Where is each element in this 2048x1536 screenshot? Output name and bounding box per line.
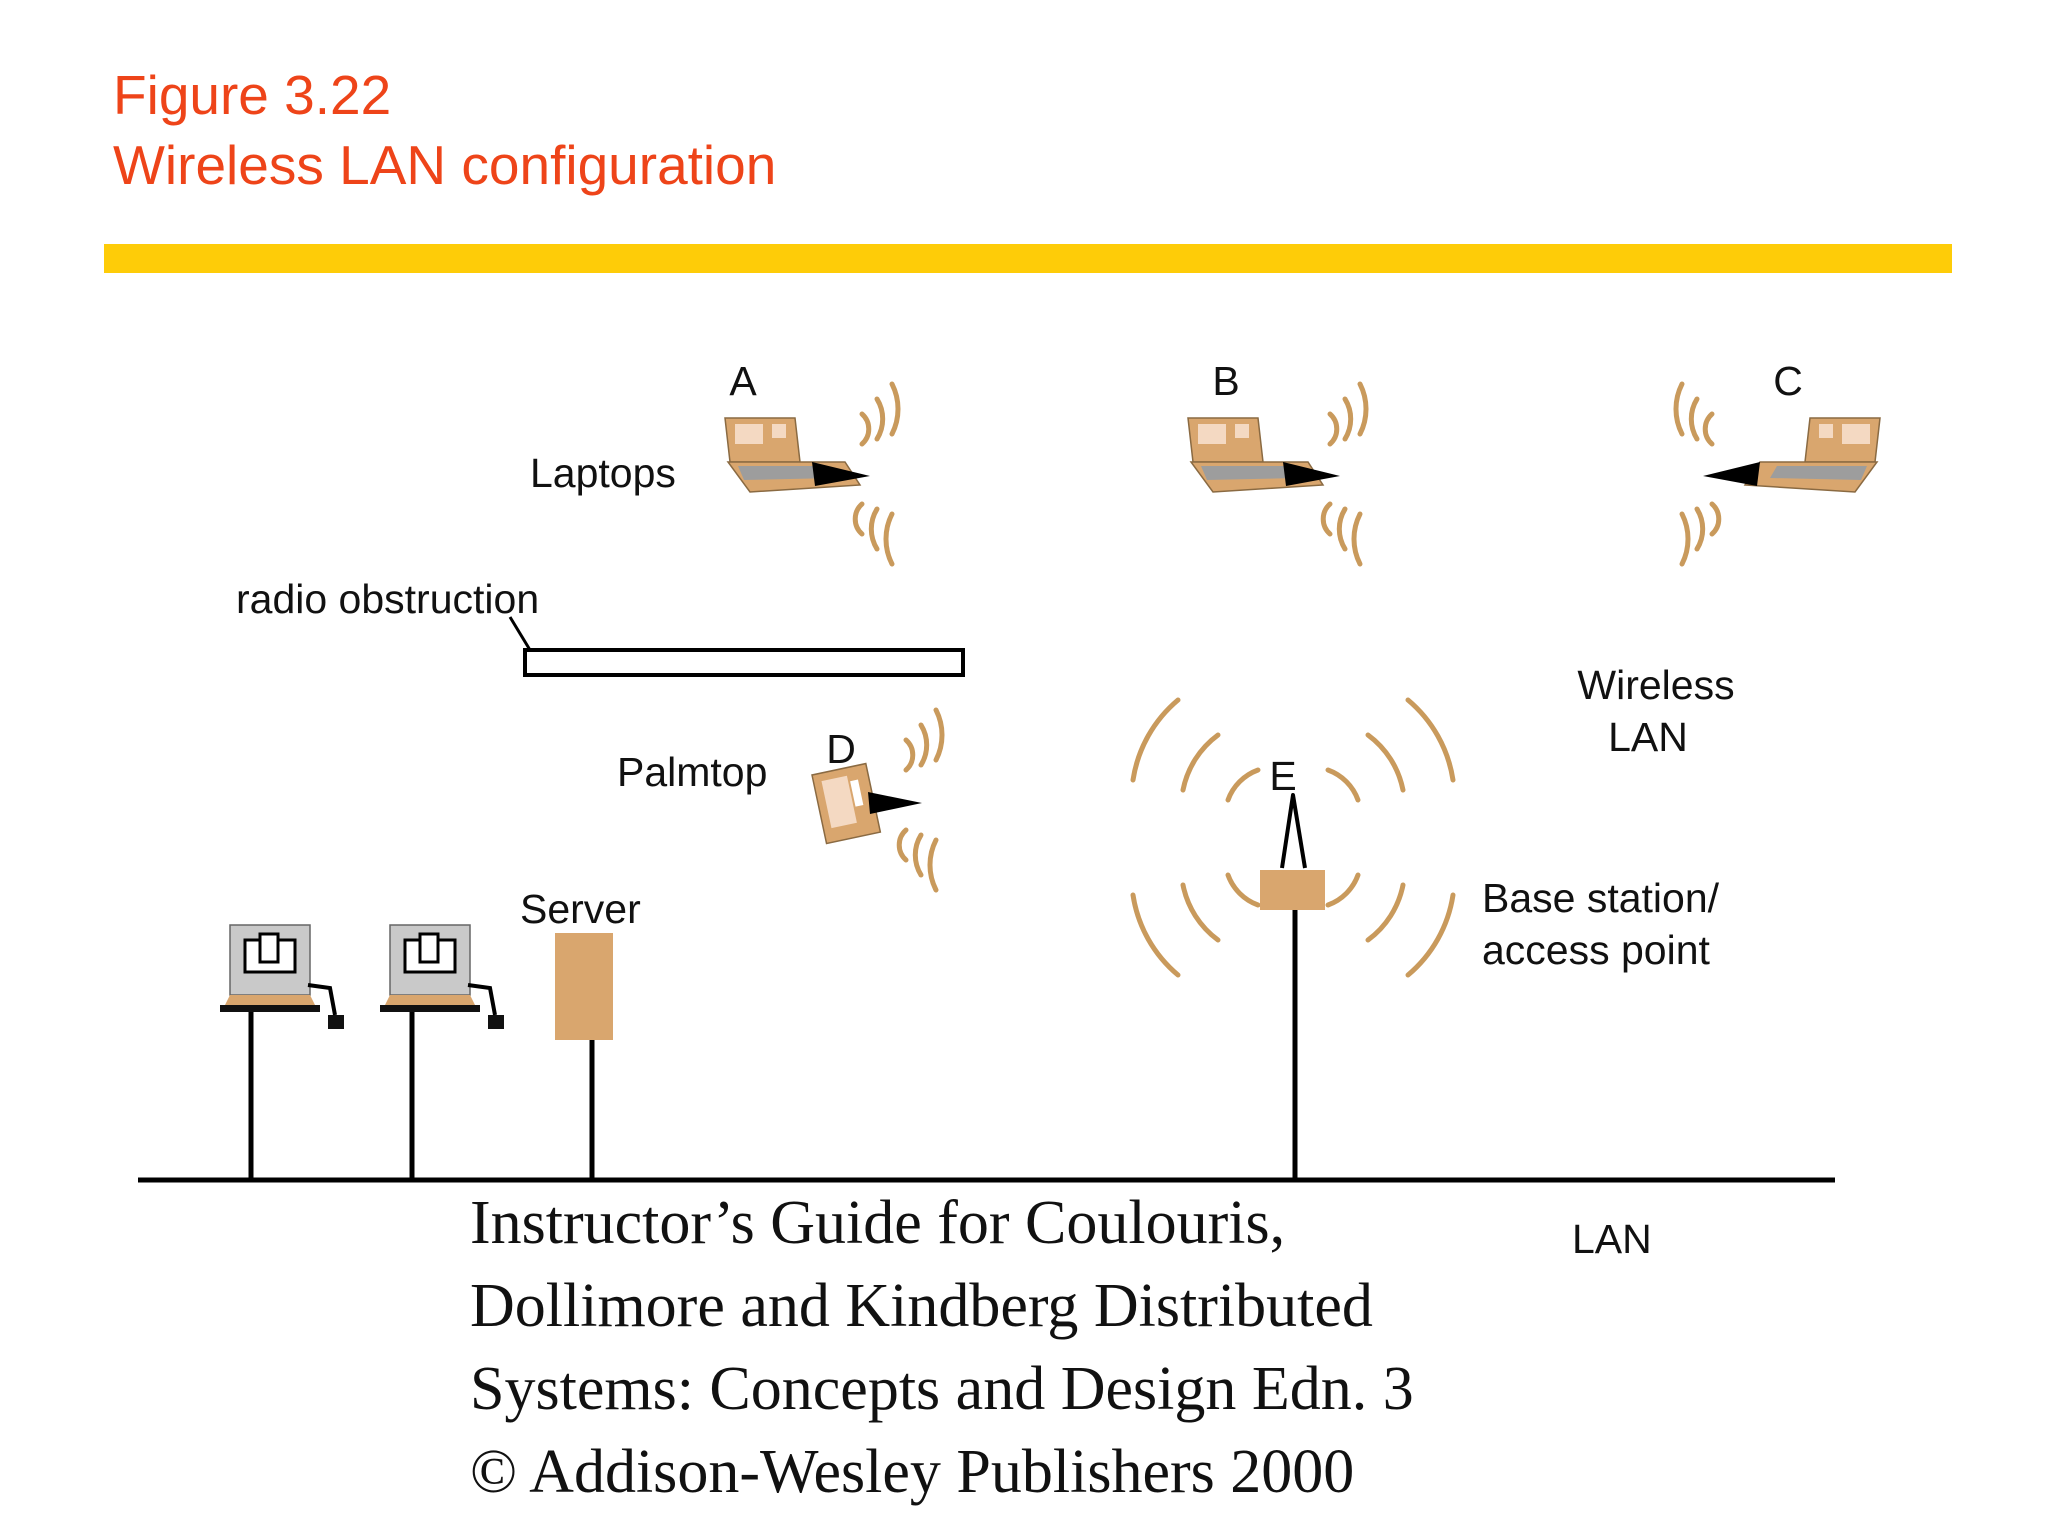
credit-line-4: © Addison-Wesley Publishers 2000: [470, 1438, 1355, 1506]
radio-obstruction-bar: [523, 648, 965, 677]
title-rule: [104, 244, 1952, 273]
radio-obstruction-label: radio obstruction: [236, 576, 539, 622]
workstation-1-icon: [220, 923, 346, 1031]
palmtop-icon: [811, 762, 882, 845]
node-b-label: B: [1212, 358, 1239, 404]
palmtop-antenna-icon: [868, 792, 922, 814]
workstation-2-icon: [380, 923, 506, 1031]
node-c-label: C: [1773, 358, 1803, 404]
node-e-label: E: [1269, 753, 1296, 799]
palmtop-radio-waves-icon: [896, 707, 945, 893]
laptop-c-icon: [1744, 417, 1881, 493]
credit-line-1: Instructor’s Guide for Coulouris,: [470, 1189, 1286, 1257]
base-station-icon: [1260, 870, 1325, 910]
wireless-lan-label-line1: Wireless: [1577, 662, 1734, 708]
figure-number: Figure 3.22: [113, 64, 392, 126]
lan-label: LAN: [1572, 1216, 1652, 1262]
server-label: Server: [520, 886, 641, 932]
base-station-radio-waves-icon: [1130, 697, 1456, 978]
obstruction-pointer: [508, 616, 532, 651]
laptop-b-radio-waves-icon: [1320, 381, 1369, 567]
server-icon: [555, 933, 613, 1040]
palmtop-label: Palmtop: [617, 749, 767, 795]
node-d-label: D: [826, 726, 856, 772]
laptop-c-radio-waves-icon: [1673, 381, 1722, 567]
laptops-label: Laptops: [530, 450, 676, 496]
node-a-label: A: [729, 358, 757, 404]
base-station-label-line1: Base station/: [1482, 875, 1720, 921]
lan-wiring: [138, 910, 1835, 1183]
laptop-a-antenna-icon: [812, 462, 870, 486]
laptop-c-antenna-icon: [1703, 462, 1760, 486]
credit-line-3: Systems: Concepts and Design Edn. 3: [470, 1355, 1414, 1423]
laptop-b-antenna-icon: [1283, 462, 1340, 486]
credit-line-2: Dollimore and Kindberg Distributed: [470, 1272, 1373, 1340]
laptop-a-radio-waves-icon: [852, 381, 901, 567]
base-station-antenna-icon: [1280, 793, 1307, 869]
figure-title: Wireless LAN configuration: [113, 134, 777, 196]
wireless-lan-label-line2: LAN: [1608, 714, 1688, 760]
base-station-label-line2: access point: [1482, 927, 1711, 973]
